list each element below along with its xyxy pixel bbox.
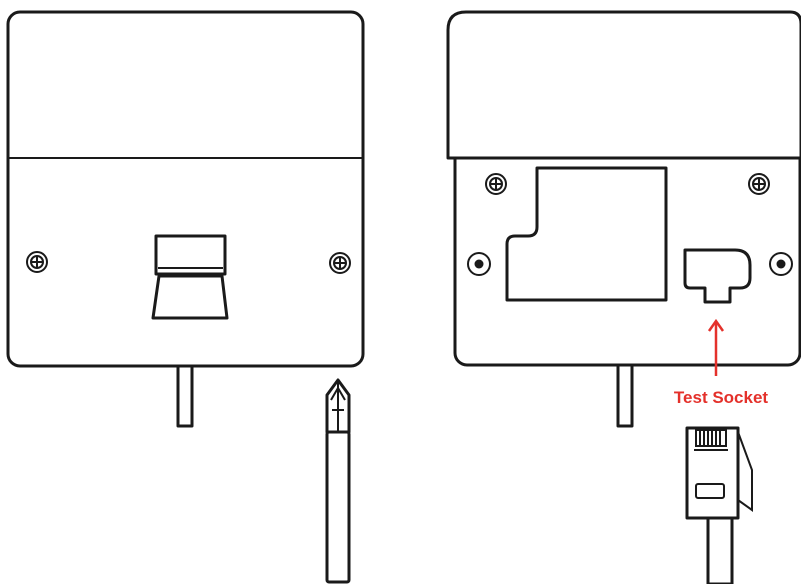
- rj11-plug-icon: [685, 426, 753, 584]
- phone-jack-icon: [151, 234, 229, 320]
- screwdriver-icon: [325, 378, 351, 584]
- left-cable: [176, 358, 194, 428]
- phone-master-socket-icon: [6, 10, 365, 428]
- test-socket-label: Test Socket: [674, 388, 769, 407]
- top-left-screw-icon: [485, 173, 507, 195]
- left-mounting-hole-icon: [467, 252, 491, 276]
- test-socket-jack: [683, 248, 752, 304]
- right-mounting-hole-icon: [769, 252, 793, 276]
- right-screw-icon: [329, 252, 351, 274]
- left-screw-icon: [26, 251, 48, 273]
- phone-socket-faceplate-removed-icon: [446, 10, 801, 428]
- annotation-arrowhead: [707, 318, 725, 332]
- right-cable: [616, 358, 634, 428]
- left-socket-body: [6, 10, 365, 368]
- test-socket-annotation: Test Socket: [674, 318, 769, 407]
- circuit-board-outline: [505, 166, 668, 302]
- top-right-screw-icon: [748, 173, 770, 195]
- right-socket-top-cover: [446, 10, 801, 160]
